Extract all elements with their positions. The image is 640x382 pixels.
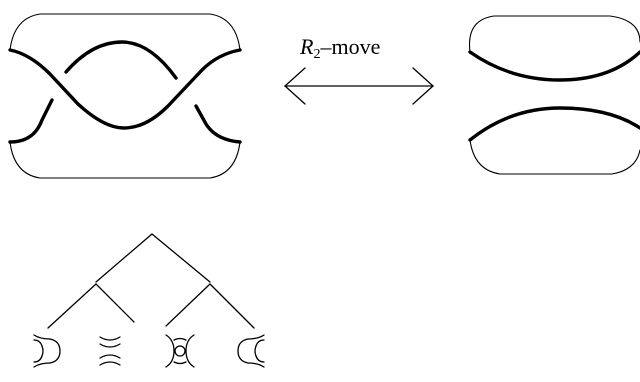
move-index: 2	[313, 47, 321, 62]
move-label: R2–move	[300, 34, 380, 63]
left-tangle-strand-1	[8, 48, 242, 130]
left-tangle-top-boundary	[9, 13, 241, 51]
left-tangle-bottom-boundary	[9, 141, 241, 179]
double-arrow	[284, 67, 434, 105]
leaf-resolution-3	[165, 334, 195, 368]
left-tangle-strand-2	[64, 40, 178, 80]
left-tangle-strand-3	[8, 98, 54, 144]
left-tangle	[8, 13, 242, 179]
right-tangle	[468, 15, 640, 175]
leaf-resolution-1	[33, 334, 61, 368]
left-tangle-strand-4	[194, 104, 242, 144]
leaf-resolution-2	[99, 336, 121, 366]
right-tangle-upper-arc	[468, 50, 640, 82]
leaf-resolution-4	[237, 334, 265, 368]
right-tangle-bottom-boundary	[469, 139, 640, 175]
resolution-tree	[47, 233, 255, 329]
right-tangle-lower-arc	[468, 106, 640, 142]
move-suffix: –move	[320, 34, 381, 59]
right-tangle-top-boundary	[468, 15, 640, 53]
move-symbol: R	[300, 34, 314, 59]
